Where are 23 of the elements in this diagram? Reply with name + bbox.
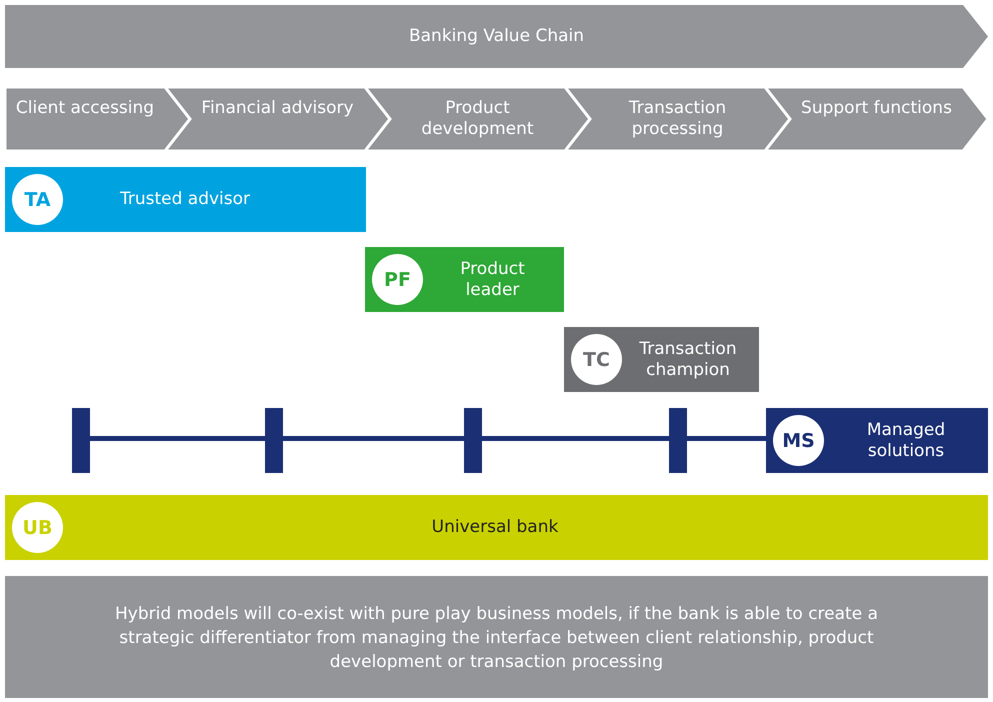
model-label: Product leader <box>459 258 526 300</box>
step-label: Transaction processing <box>628 98 728 140</box>
model-bar <box>766 408 988 473</box>
model-bar <box>564 327 759 392</box>
step-label: Financial advisory <box>200 98 355 119</box>
note-panel <box>5 576 988 698</box>
step-label: Product development <box>420 98 535 140</box>
model-label: Trusted advisor <box>118 189 252 210</box>
step-label: Support functions <box>800 98 953 119</box>
model-bar <box>5 495 988 560</box>
initials-circle: PF <box>372 254 423 305</box>
step-label: Client accessing <box>14 98 156 119</box>
model-bar <box>5 167 366 232</box>
model-label: Universal bank <box>430 517 560 538</box>
initials-circle: UB <box>12 502 63 553</box>
initials-circle: TC <box>571 334 622 385</box>
model-label: Managed solutions <box>866 420 946 462</box>
model-bar <box>365 247 564 312</box>
band-title: Banking Value Chain <box>408 26 586 47</box>
note-text: Hybrid models will co-exist with pure play business models, if the bank is able to create a strategic differentiator from managing the interface between client relationship, product development or transaction processing <box>114 603 879 674</box>
initials-circle: TA <box>12 174 63 225</box>
model-label: Transaction champion <box>638 338 738 380</box>
initials-circle: MS <box>773 415 824 466</box>
